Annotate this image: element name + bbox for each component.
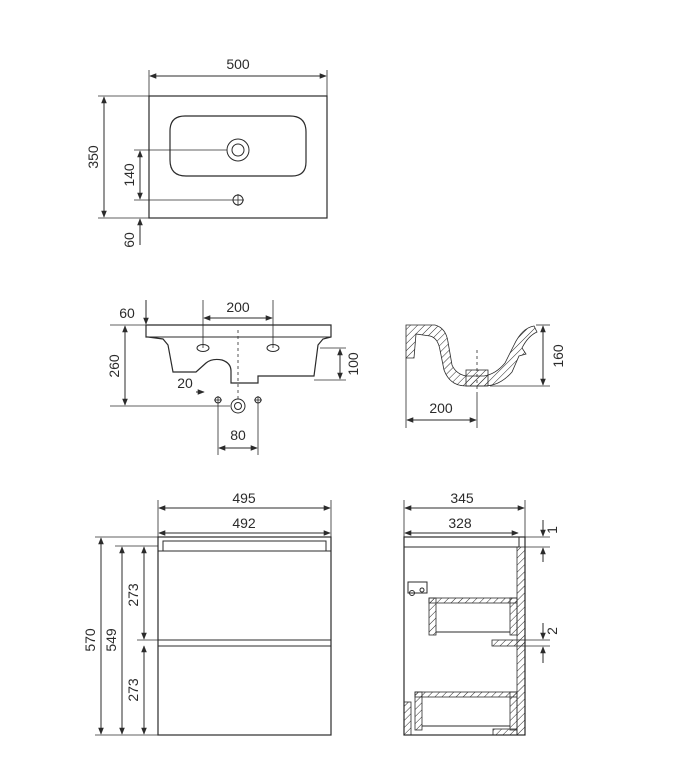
dim-label-bowl-depth: 100 <box>345 352 361 376</box>
cabinet-side-outline <box>403 536 526 736</box>
dim-label-section-height: 160 <box>550 344 566 368</box>
drawer-lower-back <box>509 691 518 731</box>
middle-rail <box>491 639 526 647</box>
dim-label-edge-offset: 60 <box>119 305 135 321</box>
dim-label-depth-outer: 345 <box>450 490 474 506</box>
dim-label-width-inner: 492 <box>232 515 256 531</box>
dim-label-overflow-offset: 60 <box>121 232 137 248</box>
cabinet-front-view: 495 492 570 549 273 273 <box>82 490 332 736</box>
dim-label-gap-mid: 2 <box>544 627 560 635</box>
dim-label-depth: 350 <box>85 145 101 169</box>
dim-label-tap-offset: 140 <box>121 163 137 187</box>
dim-label-drawer-lower: 273 <box>125 678 141 702</box>
drain-section <box>465 369 489 387</box>
front-basin-view: 60 200 260 100 20 80 <box>106 299 361 455</box>
dim-label-depth-inner: 328 <box>448 515 472 531</box>
dim-label-drain-spacing: 80 <box>230 427 246 443</box>
dim-label-section-depth: 200 <box>429 400 453 416</box>
dim-label-gap-top: 1 <box>544 526 560 534</box>
drawer-upper-top <box>428 597 518 604</box>
basin-bowl-outline <box>169 115 307 177</box>
drawer-upper-back <box>509 597 518 636</box>
drawer-lower-front <box>414 691 423 731</box>
drawer-upper-front <box>428 597 437 636</box>
drain-hole-outer <box>230 398 246 414</box>
tap-hole-inner <box>231 143 245 157</box>
drain-hole-inner <box>234 402 242 410</box>
dim-label-drain-offset: 20 <box>177 375 193 391</box>
cabinet-side-view: 345 328 1 2 <box>403 490 560 736</box>
side-section-view: 160 200 <box>405 324 566 428</box>
dim-label-body-height: 549 <box>103 628 119 652</box>
dim-label-total-height: 570 <box>82 628 98 652</box>
cabinet-front-outline <box>157 536 332 736</box>
fitting-bolt <box>419 587 425 593</box>
fitting-bracket <box>407 581 428 594</box>
basin-section-profile <box>405 324 538 387</box>
basin-front-outline <box>145 324 332 384</box>
top-view: 500 350 140 60 <box>85 56 328 248</box>
dim-label-fixing-spacing: 200 <box>226 299 250 315</box>
side-foot-left <box>403 701 412 736</box>
dim-label-width-outer: 495 <box>232 490 256 506</box>
drawer-lower-top <box>414 691 518 698</box>
fitting-bolt <box>409 590 415 596</box>
dim-label-drawer-upper: 273 <box>125 583 141 607</box>
dim-label-height: 260 <box>106 354 122 378</box>
side-foot-right <box>492 728 518 736</box>
dim-label-width: 500 <box>226 56 250 72</box>
